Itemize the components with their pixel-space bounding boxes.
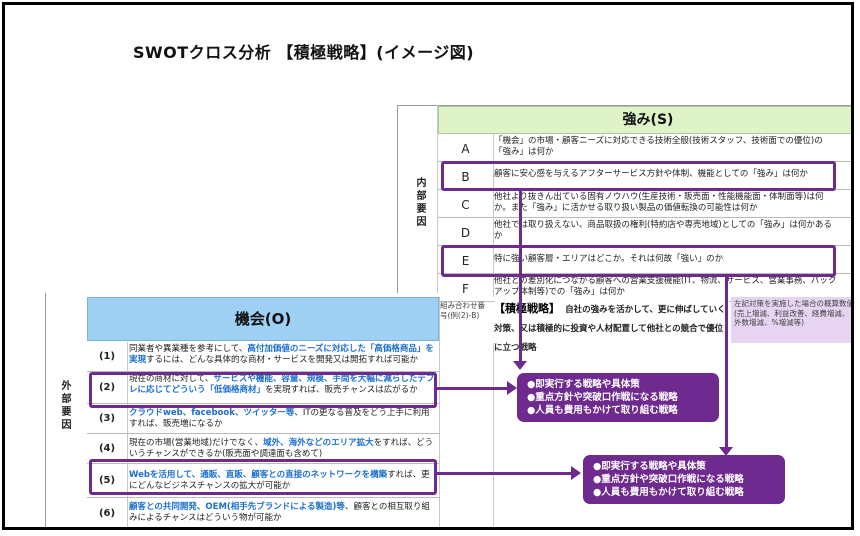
strategy-callout-1: ●即実行する戦略や具体策 ●重点方針や突破口作戦になる戦略 ●人員も費用もかけて… bbox=[517, 373, 719, 422]
opportunity-text-plain: 現在の商材に対して、 bbox=[129, 374, 214, 384]
callout-line: ●人員も費用もかけて取り組む戦略 bbox=[527, 405, 678, 416]
opportunity-text-highlight: 顧客との共同開発、OEM(相手先ブランドによる製造)等 bbox=[129, 502, 345, 512]
opportunities-header: 機会(O) bbox=[87, 297, 439, 341]
opportunity-row-5: (5) Webを活用して、通販、直販、顧客との直接のネットワークを構築すれば、更… bbox=[87, 464, 439, 498]
highlight-row-e bbox=[441, 245, 836, 277]
opportunity-text: 現在の市場(営業地域)だけでなく、域外、海外などのエリア拡大をすれば、どういうチ… bbox=[129, 438, 437, 459]
connector-5-right bbox=[437, 472, 573, 475]
opportunity-number: (1) bbox=[98, 351, 116, 362]
strength-text: 顧客に安心感を与えるアフターサービス方針や体制、機能としての「強み」は何か bbox=[494, 169, 808, 179]
opportunity-text: Webを活用して、通販、直販、顧客との直接のネットワークを構築すれば、更にどんな… bbox=[129, 470, 437, 491]
arrow-head-5 bbox=[571, 466, 581, 480]
opportunity-text-rest: するには、どんな具体的な商材・サービスを開発又は開拓すれば可能か bbox=[146, 354, 419, 365]
strength-letter: A bbox=[461, 142, 470, 156]
opportunity-number: (4) bbox=[98, 443, 116, 454]
grid-col-strategy bbox=[493, 343, 494, 527]
opportunity-row-3: (3) クラウドweb、facebook、ツイッター等、ITの更なる普及をどう上… bbox=[87, 404, 439, 434]
opportunity-text: クラウドweb、facebook、ツイッター等、ITの更なる普及をどう上手に利用… bbox=[129, 408, 437, 429]
strength-row-e: E 特に強い顧客層・エリアはどこか。それは何故「強い」のか bbox=[438, 246, 851, 274]
callout-line: ●人員も費用もかけて取り組む戦略 bbox=[593, 487, 744, 498]
opportunity-text-highlight: サービスや機能、容量、規模、手間を大幅に減らしたデフレに応じてどういう「低価格商… bbox=[129, 374, 435, 395]
strength-letter: E bbox=[461, 254, 470, 268]
combo-label: 組み合わせ番号(例(2)-B) bbox=[440, 301, 485, 320]
opportunities-num-divider bbox=[127, 342, 128, 527]
callout-line: ●重点方針や突破口作戦になる戦略 bbox=[527, 392, 678, 403]
opportunity-text-rest: 、顧客との相互取り組みによるチャンスはどういう物が可能か bbox=[129, 502, 430, 523]
opportunity-text: 現在の商材に対して、サービスや機能、容量、規模、手間を大幅に減らしたデフレに応じ… bbox=[129, 374, 437, 395]
strength-text: 特に強い顧客層・エリアはどこか。それは何故「強い」のか bbox=[494, 254, 724, 264]
strengths-header: 強み(S) bbox=[438, 106, 851, 134]
strength-text: 他社では取り扱えない、商品取扱の権利(特約店や専売地域)としての「強み」は何かあ… bbox=[494, 220, 832, 241]
opportunity-number: (5) bbox=[98, 475, 116, 486]
opportunities-right-border bbox=[439, 297, 440, 527]
strength-letter: D bbox=[460, 226, 471, 240]
arrow-head-2 bbox=[507, 381, 517, 395]
arrow-head-b bbox=[513, 361, 527, 370]
strategy-title: 【積極戦略】 bbox=[494, 302, 560, 315]
opportunity-text-highlight: 域外、海外などのエリア拡大 bbox=[263, 438, 374, 448]
opportunity-text-rest: すれば、更にどんなビジネスチャンスの拡大が可能か bbox=[129, 470, 430, 491]
internal-factor-label: 内部要因 bbox=[414, 177, 425, 229]
strength-row-a: A 「機会」の市場・顧客ニーズに対応できる技術全般(技術スタッフ、技術面での優位… bbox=[438, 134, 851, 162]
opportunity-row-1: (1) 同業者や異業種を参考にして、高付加価値のニーズに対応した「高価格商品」を… bbox=[87, 342, 439, 372]
opportunity-text-rest: をすれば、どういうチャンスができるか(販売面や調達面も含めて) bbox=[129, 438, 434, 459]
connector-e-down bbox=[725, 277, 728, 449]
opportunity-row-4: (4) 現在の市場(営業地域)だけでなく、域外、海外などのエリア拡大をすれば、ど… bbox=[87, 434, 439, 464]
opportunity-text-plain: 同業者や異業種を参考にして、 bbox=[129, 344, 248, 354]
connector-2-right bbox=[437, 387, 509, 390]
strength-text: 「機会」の市場・顧客ニーズに対応できる技術全般(技術スタッフ、技術面での優位)の… bbox=[494, 136, 823, 157]
opportunity-number: (6) bbox=[98, 508, 116, 519]
callout-line: ●重点方針や突破口作戦になる戦略 bbox=[593, 474, 744, 485]
highlight-row-5 bbox=[89, 459, 437, 495]
opportunities-rows: (1) 同業者や異業種を参考にして、高付加価値のニーズに対応した「高価格商品」を… bbox=[87, 342, 439, 527]
strengths-letter-divider bbox=[493, 134, 494, 297]
strength-row-c: C 他社より抜きん出ている固有ノウハウ(生産技術・販売面・性能機能面・体制面等)… bbox=[438, 190, 851, 218]
opportunity-text-highlight: 高付加価値のニーズに対応した「高価格商品」を実現 bbox=[129, 344, 434, 365]
opportunity-text-rest: 、ITの更なる普及をどう上手に利用すれば、販売増になるか bbox=[129, 408, 430, 429]
strength-row-d: D 他社では取り扱えない、商品取扱の権利(特約店や専売地域)としての「強み」は何… bbox=[438, 218, 851, 246]
strength-letter: B bbox=[461, 170, 470, 184]
callout-line: ●即実行する戦略や具体策 bbox=[593, 461, 706, 472]
opportunity-row-2: (2) 現在の商材に対して、サービスや機能、容量、規模、手間を大幅に減らしたデフ… bbox=[87, 372, 439, 404]
connector-b-down bbox=[519, 191, 522, 363]
external-factor-label: 外部要因 bbox=[59, 380, 70, 432]
opportunity-text: 同業者や異業種を参考にして、高付加価値のニーズに対応した「高価格商品」を実現する… bbox=[129, 344, 437, 365]
estimate-cell: 左記対策を実施した場合の概算数値(売上増減、利益改善、経費増減、外数増減、%増減… bbox=[731, 297, 851, 343]
arrow-head-e bbox=[719, 447, 733, 456]
opportunity-text-plain: 現在の市場(営業地域)だけでなく、 bbox=[129, 438, 264, 448]
strengths-divider bbox=[437, 105, 438, 295]
highlight-row-b bbox=[441, 161, 836, 191]
highlight-row-2 bbox=[89, 372, 437, 408]
page-title: SWOTクロス分析 【積極戦略】(イメージ図) bbox=[133, 43, 475, 62]
strategy-callout-2: ●即実行する戦略や具体策 ●重点方針や突破口作戦になる戦略 ●人員も費用もかけて… bbox=[583, 455, 785, 504]
opportunity-row-6: (6) 顧客との共同開発、OEM(相手先ブランドによる製造)等、顧客との相互取り… bbox=[87, 498, 439, 527]
opportunity-text-highlight: Webを活用して、通販、直販、顧客との直接のネットワークを構築 bbox=[129, 470, 388, 480]
opportunity-number: (3) bbox=[98, 413, 116, 424]
strength-text: 他社との差別化につながる顧客への営業支援機能(IT、物流、サービス、営業事務、バ… bbox=[494, 276, 837, 297]
opportunity-text: 顧客との共同開発、OEM(相手先ブランドによる製造)等、顧客との相互取り組みによ… bbox=[129, 502, 437, 523]
callout-line: ●即実行する戦略や具体策 bbox=[527, 379, 640, 390]
strength-text: 他社より抜きん出ている固有ノウハウ(生産技術・販売面・性能機能面・体制面等)は何… bbox=[494, 192, 824, 213]
strength-letter: C bbox=[461, 198, 470, 212]
opportunity-number: (2) bbox=[98, 382, 116, 393]
opportunity-text-highlight: クラウドweb、facebook、ツイッター等 bbox=[129, 408, 295, 418]
slide-frame: SWOTクロス分析 【積極戦略】(イメージ図) 内部要因 強み(S) A 「機会… bbox=[2, 2, 854, 530]
strength-letter: F bbox=[462, 282, 469, 296]
strategy-cell: 【積極戦略】 自社の強みを活かして、更に伸ばしていく対策、又は積極的に投資や人材… bbox=[494, 297, 729, 353]
strategy-text: 自社の強みを活かして、更に伸ばしていく対策、又は積極的に投資や人材配置して他社と… bbox=[494, 305, 726, 353]
opportunity-text-rest: を実現すれば、販売チャンスは広がるか bbox=[265, 384, 418, 395]
strengths-sheet bbox=[397, 105, 851, 405]
